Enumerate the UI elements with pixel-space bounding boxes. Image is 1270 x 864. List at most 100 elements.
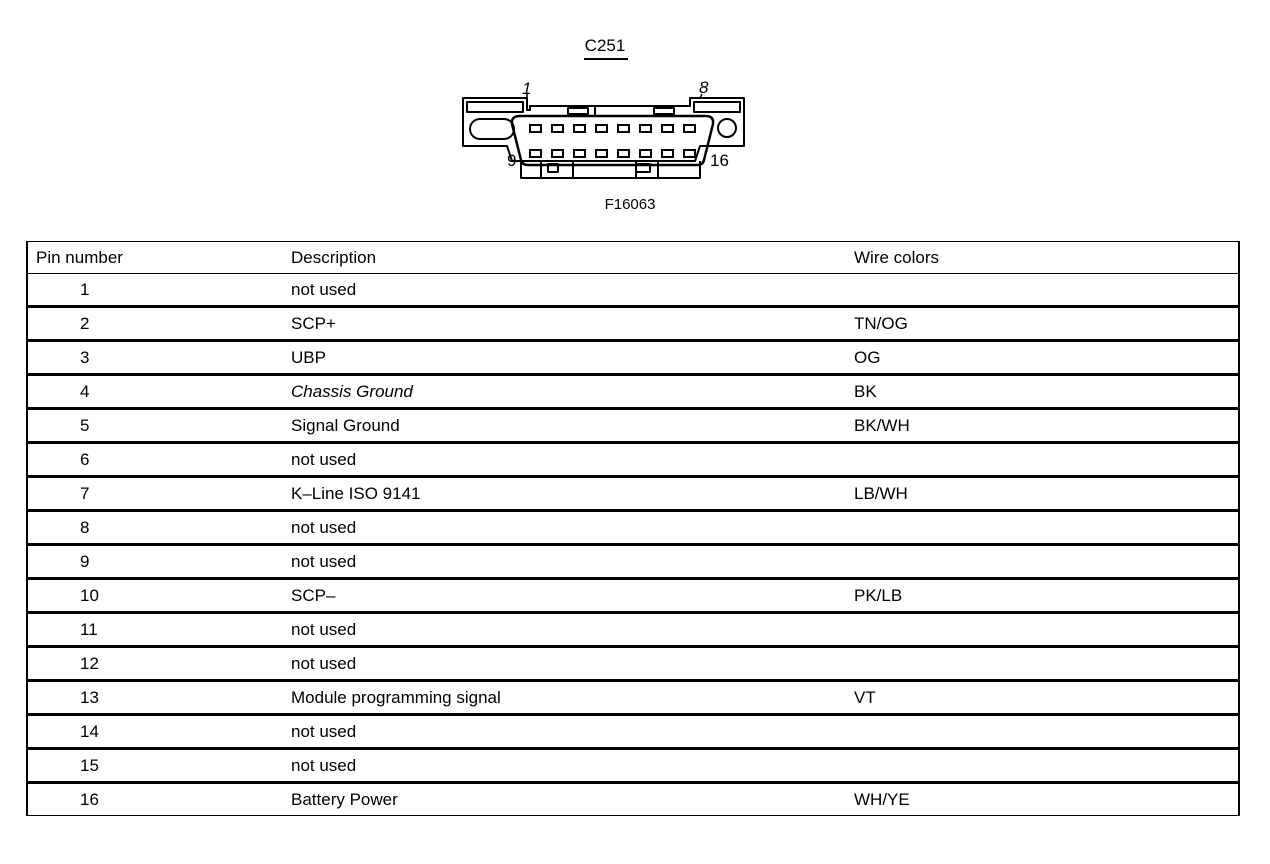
connector-diagram: 1 8 9 16 — [462, 78, 745, 179]
description-cell: not used — [289, 611, 854, 647]
connector-title: C251 — [584, 36, 626, 55]
pin-number-cell: 9 — [26, 543, 289, 579]
pin-socket — [617, 124, 630, 133]
description-cell: SCP+ — [289, 305, 854, 341]
header-wire-colors: Wire colors — [854, 241, 1240, 274]
pin-number-cell: 3 — [26, 339, 289, 375]
wire-color-cell — [854, 273, 1240, 307]
description-cell: UBP — [289, 339, 854, 375]
description-cell: Module programming signal — [289, 679, 854, 715]
wire-color-cell — [854, 441, 1240, 477]
pin-label-9: 9 — [507, 151, 516, 170]
pin-socket — [551, 149, 564, 158]
pin-number-cell: 5 — [26, 407, 289, 443]
figure-id: F16063 — [604, 196, 656, 213]
pin-socket — [529, 149, 542, 158]
description-cell: Chassis Ground — [289, 373, 854, 409]
pin-number-cell: 6 — [26, 441, 289, 477]
pin-number-cell: 13 — [26, 679, 289, 715]
pin-socket — [683, 149, 696, 158]
description-cell: not used — [289, 543, 854, 579]
pin-number-cell: 11 — [26, 611, 289, 647]
pin-label-8: 8 — [699, 78, 709, 97]
wire-color-cell: BK/WH — [854, 407, 1240, 443]
pin-socket — [639, 124, 652, 133]
description-cell: not used — [289, 273, 854, 307]
header-description: Description — [289, 241, 854, 274]
description-cell: Battery Power — [289, 781, 854, 816]
connector-title-underline — [584, 58, 628, 60]
connector-housing-inner — [466, 101, 741, 113]
pin-number-cell: 7 — [26, 475, 289, 511]
wire-color-cell — [854, 611, 1240, 647]
pin-socket — [595, 124, 608, 133]
pin-number-cell: 16 — [26, 781, 289, 816]
pin-socket — [661, 149, 674, 158]
description-cell: SCP– — [289, 577, 854, 613]
wire-color-cell — [854, 509, 1240, 545]
description-cell: not used — [289, 747, 854, 783]
pin-label-1: 1 — [522, 79, 531, 98]
pin-socket — [595, 149, 608, 158]
description-cell: not used — [289, 645, 854, 681]
description-cell: not used — [289, 509, 854, 545]
pin-socket — [573, 124, 586, 133]
pin-label-16: 16 — [710, 151, 729, 170]
table-header-row: Pin number Description Wire colors — [26, 241, 1240, 274]
pin-socket — [551, 124, 564, 133]
wire-color-cell — [854, 747, 1240, 783]
pin-face — [510, 114, 715, 167]
description-cell: not used — [289, 441, 854, 477]
wire-color-cell: OG — [854, 339, 1240, 375]
wire-color-cell: LB/WH — [854, 475, 1240, 511]
wire-color-cell: BK — [854, 373, 1240, 409]
wire-color-cell: PK/LB — [854, 577, 1240, 613]
pin-number-cell: 15 — [26, 747, 289, 783]
mounting-hole-right — [717, 118, 737, 138]
pin-number-cell: 1 — [26, 273, 289, 307]
pin-socket — [683, 124, 696, 133]
pin-socket — [661, 124, 674, 133]
connector-bottom-rail — [520, 161, 701, 179]
mounting-slot-left — [469, 118, 515, 140]
pin-socket — [639, 149, 652, 158]
pin-number-cell: 4 — [26, 373, 289, 409]
description-cell: K–Line ISO 9141 — [289, 475, 854, 511]
pin-socket — [617, 149, 630, 158]
header-pin-number: Pin number — [26, 241, 289, 274]
pin-number-cell: 8 — [26, 509, 289, 545]
pin-socket — [529, 124, 542, 133]
pin-number-cell: 14 — [26, 713, 289, 749]
pin-number-cell: 2 — [26, 305, 289, 341]
pin-socket — [573, 149, 586, 158]
wire-color-cell — [854, 713, 1240, 749]
pin-number-cell: 12 — [26, 645, 289, 681]
wire-color-cell — [854, 543, 1240, 579]
wire-color-cell — [854, 645, 1240, 681]
connector-housing — [462, 97, 745, 162]
wire-color-cell: TN/OG — [854, 305, 1240, 341]
wire-color-cell: VT — [854, 679, 1240, 715]
pin-number-cell: 10 — [26, 577, 289, 613]
description-cell: not used — [289, 713, 854, 749]
wire-color-cell: WH/YE — [854, 781, 1240, 816]
description-cell: Signal Ground — [289, 407, 854, 443]
